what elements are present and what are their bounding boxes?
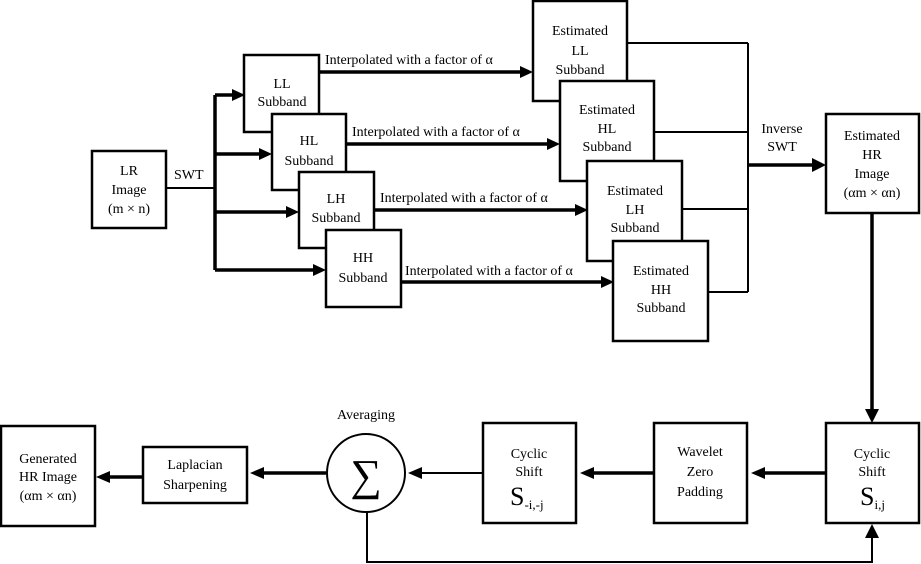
estimated-hh-line1: Estimated — [633, 264, 689, 279]
lh-subband-line2: Subband — [312, 211, 361, 226]
arrow-head — [865, 409, 879, 423]
ll-subband-line2: Subband — [258, 95, 307, 110]
arrow-head — [865, 524, 879, 538]
estimated-ll-line1: Estimated — [552, 24, 608, 39]
estimated-hr-line3: Image — [855, 167, 890, 182]
arrow-head — [601, 276, 614, 288]
estimated-hl-line1: Estimated — [579, 103, 635, 118]
arrow-head — [232, 89, 245, 101]
estimated-hl-line2: HL — [598, 122, 617, 137]
estimated-lh-line2: LH — [626, 203, 645, 218]
arrow-head — [259, 148, 272, 160]
hh-interp-label: Interpolated with a factor of α — [405, 264, 574, 279]
arrow-head — [520, 66, 533, 78]
arrow-head — [250, 467, 264, 479]
swt-label: SWT — [174, 168, 204, 183]
feedback-wire — [366, 512, 873, 563]
lh-subband-line1: LH — [327, 192, 346, 207]
sum-node: ∑ — [326, 433, 406, 513]
generated-hr-line2: HR Image — [19, 470, 77, 485]
hl-subband-line2: Subband — [285, 154, 334, 169]
estimated-ll-line2: LL — [571, 44, 588, 59]
arrow-head — [286, 206, 299, 218]
estimated-hr-line4: (αm × αn) — [844, 186, 901, 201]
generated-hr-line3: (αm × αn) — [20, 489, 77, 504]
sigma-icon: ∑ — [350, 451, 381, 500]
wzp-line1: Wavelet — [677, 445, 723, 460]
estimated-lh-line3: Subband — [611, 221, 660, 236]
wzp-line3: Padding — [677, 485, 723, 500]
arrow-head — [751, 467, 765, 479]
hh-subband-block: HH Subband — [324, 228, 403, 309]
lr-image-block: LR Image (m × n) — [90, 149, 168, 230]
cyclic-shift-line2: Shift — [858, 465, 885, 480]
inverse-shift-symbol: S-i,-j — [510, 482, 544, 512]
estimated-hl-line3: Subband — [583, 140, 632, 155]
ll-subband-line1: LL — [273, 77, 290, 92]
arrow-head — [812, 158, 826, 172]
arrow-head — [547, 138, 560, 150]
inverse-swt-line2: SWT — [767, 140, 797, 155]
lr-image-line3: (m × n) — [108, 202, 150, 217]
estimated-hh-line2: HH — [651, 283, 671, 298]
arrow-head — [575, 204, 588, 216]
laplacian-sharpening-block: Laplacian Sharpening — [141, 445, 249, 505]
generated-hr-line1: Generated — [19, 452, 77, 467]
estimated-hr-line1: Estimated — [844, 129, 900, 144]
laplacian-line1: Laplacian — [167, 458, 222, 473]
ll-interp-label: Interpolated with a factor of α — [325, 53, 494, 68]
arrow-head — [313, 264, 326, 276]
cyclic-shift-block: Cyclic Shift Si,j — [824, 421, 921, 525]
lr-image-line2: Image — [112, 183, 147, 198]
estimated-hr-line2: HR — [862, 148, 882, 163]
inverse-shift-line2: Shift — [515, 465, 542, 480]
inverse-cyclic-shift-block: Cyclic Shift S-i,-j — [481, 421, 578, 525]
lr-image-line1: LR — [120, 164, 139, 179]
wzp-line2: Zero — [687, 465, 713, 480]
estimated-ll-line3: Subband — [556, 63, 605, 78]
hl-subband-line1: HL — [300, 134, 319, 149]
hl-interp-label: Interpolated with a factor of α — [352, 125, 521, 140]
averaging-label: Averaging — [337, 408, 395, 423]
cyclic-shift-line1: Cyclic — [854, 447, 891, 462]
wavelet-zero-padding-block: Wavelet Zero Padding — [652, 421, 749, 525]
estimated-hh-line3: Subband — [637, 301, 686, 316]
estimated-hh-block: Estimated HH Subband — [611, 239, 710, 343]
inverse-swt-line1: Inverse — [761, 122, 802, 137]
laplacian-line2: Sharpening — [163, 478, 227, 493]
estimated-hr-image-block: Estimated HR Image (αm × αn) — [824, 112, 921, 215]
arrow-head — [580, 467, 594, 479]
generated-hr-image-block: Generated HR Image (αm × αn) — [0, 424, 97, 528]
inverse-shift-line1: Cyclic — [511, 447, 548, 462]
hh-subband-line2: Subband — [339, 271, 388, 286]
lh-interp-label: Interpolated with a factor of α — [380, 191, 549, 206]
arrow-head — [408, 467, 422, 479]
arrow-head — [96, 471, 110, 483]
shift-symbol: Si,j — [860, 482, 885, 512]
estimated-lh-line1: Estimated — [607, 184, 663, 199]
hh-subband-line1: HH — [353, 251, 373, 266]
